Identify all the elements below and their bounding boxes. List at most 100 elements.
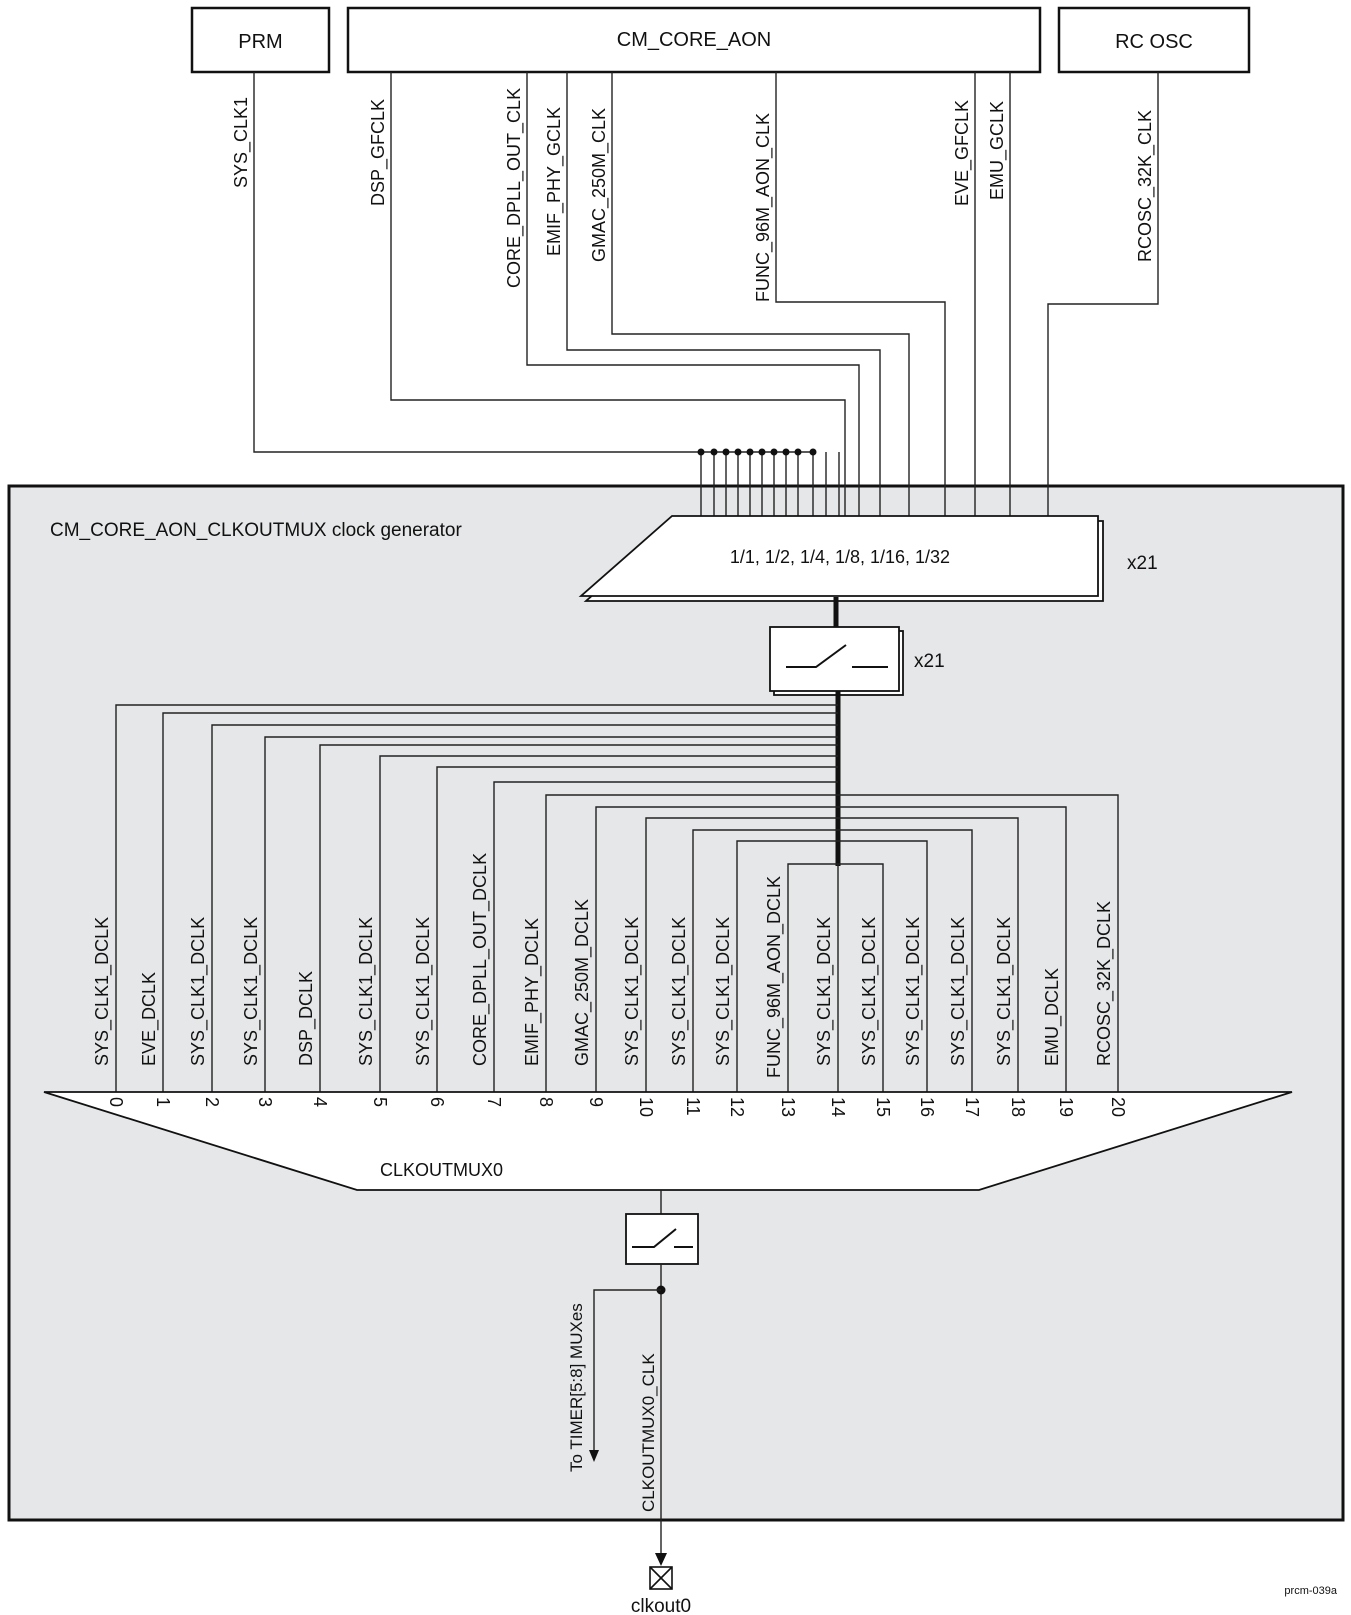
dist-wire-6 [436, 766, 838, 1093]
dist-wire-15 [838, 863, 884, 1093]
mux-input-label-12: SYS_CLK1_DCLK [713, 917, 734, 1066]
label-gmac-250m-clk: GMAC_250M_CLK [589, 108, 610, 262]
mux-input-label-14: SYS_CLK1_DCLK [814, 917, 835, 1066]
source-labels: SYS_CLK1 DSP_GFCLK CORE_DPLL_OUT_CLK EMI… [231, 88, 1156, 302]
output-arrow-icon [655, 1553, 667, 1566]
wire-rcosc-32k-clk [1047, 72, 1159, 517]
cm-core-aon-block: CM_CORE_AON [346, 6, 1042, 74]
mux-input-label-13: FUNC_96M_AON_DCLK [764, 876, 785, 1078]
timer-label: To TIMER[5:8] MUXes [567, 1303, 586, 1472]
dist-wire-4 [319, 744, 838, 1093]
mux-index-12: 12 [727, 1097, 747, 1117]
wire-dsp-gfclk [390, 72, 846, 517]
dist-wire-2 [211, 724, 838, 1093]
mux-index-0: 0 [106, 1097, 126, 1107]
rc-osc-block: RC OSC [1057, 6, 1251, 74]
dist-wire-9 [595, 806, 838, 1093]
clkoutmux0-shape [43, 1091, 1293, 1191]
prm-block: PRM [190, 6, 331, 74]
mux-index-11: 11 [683, 1097, 703, 1116]
mux-index-18: 18 [1008, 1097, 1028, 1117]
label-eve-gfclk: EVE_GFCLK [952, 100, 973, 206]
mux-input-label-10: SYS_CLK1_DCLK [622, 917, 643, 1066]
generator-title: CM_CORE_AON_CLKOUTMUX clock generator [50, 520, 462, 541]
mux-index-6: 6 [427, 1097, 447, 1107]
mux-input-label-6: SYS_CLK1_DCLK [413, 917, 434, 1066]
label-func-96m-aon-clk: FUNC_96M_AON_CLK [753, 113, 774, 302]
wire-func-96m-aon-clk [775, 72, 946, 517]
dist-wire-16 [838, 840, 928, 1093]
mux-input-label-11: SYS_CLK1_DCLK [669, 917, 690, 1066]
mux-index-8: 8 [536, 1097, 556, 1107]
cm-core-aon-label: CM_CORE_AON [617, 29, 771, 51]
wire-gmac-250m-clk [611, 72, 910, 517]
mux-input-label-17: SYS_CLK1_DCLK [948, 917, 969, 1066]
mux-index-20: 20 [1108, 1097, 1128, 1117]
mux-input-labels: SYS_CLK1_DCLK EVE_DCLK SYS_CLK1_DCLK SYS… [92, 853, 1115, 1078]
dist-wire-19 [838, 806, 1067, 1093]
mux-index-19: 19 [1056, 1097, 1076, 1117]
dist-wire-13 [787, 863, 838, 1093]
gate-count: x21 [914, 651, 945, 672]
mux-input-label-3: SYS_CLK1_DCLK [241, 917, 262, 1066]
generator-region [7, 484, 1345, 1522]
figure-id: prcm-039a [1284, 1585, 1337, 1597]
mux-input-label-18: SYS_CLK1_DCLK [994, 917, 1015, 1066]
mux-input-label-19: EMU_DCLK [1042, 968, 1063, 1066]
mux-input-label-15: SYS_CLK1_DCLK [859, 917, 880, 1066]
mux-index-7: 7 [484, 1097, 504, 1107]
mux-input-label-20: RCOSC_32K_DCLK [1094, 901, 1115, 1066]
dist-wire-12 [736, 840, 838, 1093]
mux-index-16: 16 [917, 1097, 937, 1117]
mux-index-1: 1 [153, 1097, 173, 1107]
dist-wire-0 [115, 704, 838, 1093]
mux-input-label-1: EVE_DCLK [139, 972, 160, 1066]
dist-wire-11 [692, 829, 838, 1093]
mux-input-label-5: SYS_CLK1_DCLK [356, 917, 377, 1066]
rc-osc-label: RC OSC [1115, 31, 1193, 53]
dist-wire-10 [645, 817, 838, 1093]
gate-switch-array [769, 626, 904, 696]
distribution-wires [115, 704, 1119, 1093]
sys-clk1-taps [697, 448, 840, 517]
clkoutmux0-clk-label: CLKOUTMUX0_CLK [639, 1353, 658, 1512]
dist-wire-17 [838, 829, 973, 1093]
dist-wire-5 [379, 755, 838, 1093]
dist-wire-3 [264, 736, 838, 1093]
mux-input-indices: 0 1 2 3 4 5 6 7 8 9 10 11 12 13 14 15 16… [106, 1097, 1128, 1117]
mux-index-3: 3 [255, 1097, 275, 1107]
divider-count: x21 [1127, 553, 1158, 574]
mux-input-label-16: SYS_CLK1_DCLK [903, 917, 924, 1066]
label-core-dpll-out-clk: CORE_DPLL_OUT_CLK [504, 88, 525, 288]
dist-wire-8 [545, 794, 838, 1093]
label-emif-phy-gclk: EMIF_PHY_GCLK [544, 107, 565, 256]
mux-input-label-7: CORE_DPLL_OUT_DCLK [470, 853, 491, 1066]
mux-input-label-9: GMAC_250M_DCLK [572, 899, 593, 1066]
dist-wire-18 [838, 817, 1019, 1093]
dist-wire-1 [162, 712, 838, 1093]
mux-index-4: 4 [310, 1097, 330, 1107]
mux-index-2: 2 [202, 1097, 222, 1107]
label-rcosc-32k-clk: RCOSC_32K_CLK [1135, 110, 1156, 262]
label-dsp-gfclk: DSP_GFCLK [368, 99, 389, 206]
prm-label: PRM [238, 31, 282, 53]
label-emu-gclk: EMU_GCLK [987, 101, 1008, 200]
mux-input-label-8: EMIF_PHY_DCLK [522, 918, 543, 1066]
dist-wire-20 [838, 794, 1119, 1093]
output-gate-switch [625, 1213, 699, 1265]
mux-input-label-2: SYS_CLK1_DCLK [188, 917, 209, 1066]
output-pad-icon [649, 1566, 673, 1590]
divider-block: 1/1, 1/2, 1/4, 1/8, 1/16, 1/32 [578, 515, 1104, 602]
pin-label: clkout0 [631, 1596, 691, 1615]
mux-input-label-4: DSP_DCLK [296, 971, 317, 1066]
dist-wire-7 [493, 781, 838, 1093]
divider-ratios: 1/1, 1/2, 1/4, 1/8, 1/16, 1/32 [730, 547, 950, 567]
wire-emif-phy-gclk [566, 72, 881, 517]
mux-index-13: 13 [778, 1097, 798, 1117]
mux-index-15: 15 [873, 1097, 893, 1117]
mux-index-5: 5 [370, 1097, 390, 1107]
label-sys-clk1: SYS_CLK1 [231, 97, 252, 188]
wire-core-dpll-out-clk [526, 72, 860, 517]
mux-name: CLKOUTMUX0 [380, 1160, 503, 1180]
